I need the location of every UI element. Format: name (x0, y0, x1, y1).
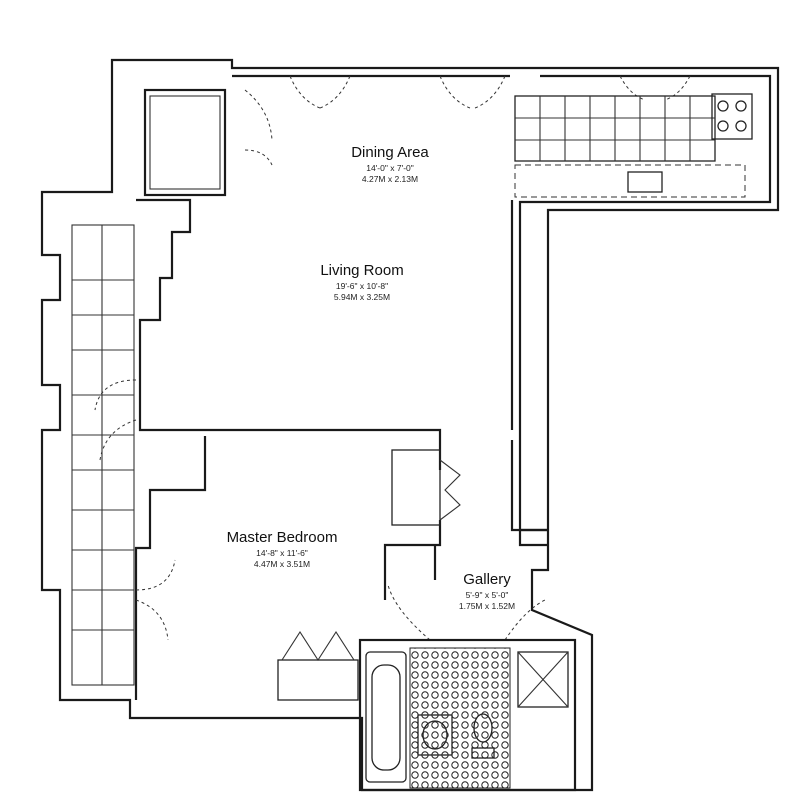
sink-icon (417, 714, 453, 756)
bathroom (358, 638, 577, 792)
living-room-east-wall (510, 200, 548, 532)
master-bedroom-dim-imperial: 14'-8" x 11'-6" (256, 548, 308, 558)
master-bedroom-dim-metric: 4.47M x 3.51M (254, 559, 310, 569)
toilet-icon (471, 713, 495, 759)
left-door-swings (94, 379, 176, 641)
dining-area-dim-metric: 4.27M x 2.13M (362, 174, 418, 184)
dining-area-name: Dining Area (351, 144, 429, 161)
closet-bedroom-south (277, 630, 359, 701)
gallery-name: Gallery (463, 571, 511, 588)
gallery-door-swings (387, 584, 546, 641)
shower-icon (517, 651, 569, 708)
terrace (71, 224, 135, 686)
gallery-dim-imperial: 5'-9" x 5'-0" (466, 590, 509, 600)
dining-area-dim-imperial: 14'-0" x 7'-0" (366, 163, 414, 173)
closet-top-left-inner (149, 95, 221, 190)
living-room-name: Living Room (320, 262, 403, 279)
outer-wall (40, 58, 780, 792)
master-bedroom-name: Master Bedroom (227, 529, 338, 546)
window-swings-top (244, 75, 691, 166)
inner-wall-left-stack (136, 198, 442, 470)
closet-top-left (143, 88, 227, 197)
living-room-dim-metric: 5.94M x 3.25M (334, 292, 390, 302)
living-room-dim-imperial: 19'-6" x 10'-8" (336, 281, 388, 291)
bathtub-icon (365, 651, 407, 783)
closet-bedroom-east (391, 449, 461, 526)
gallery-dim-metric: 1.75M x 1.52M (459, 601, 515, 611)
gallery-wall (433, 530, 548, 580)
stove-icon (711, 93, 753, 140)
bedroom-wall (134, 436, 442, 700)
bathroom-tile-floor (409, 647, 511, 789)
terrace-paving (72, 225, 134, 685)
kitchen-counter (514, 95, 746, 198)
inner-wall-top (232, 74, 772, 532)
